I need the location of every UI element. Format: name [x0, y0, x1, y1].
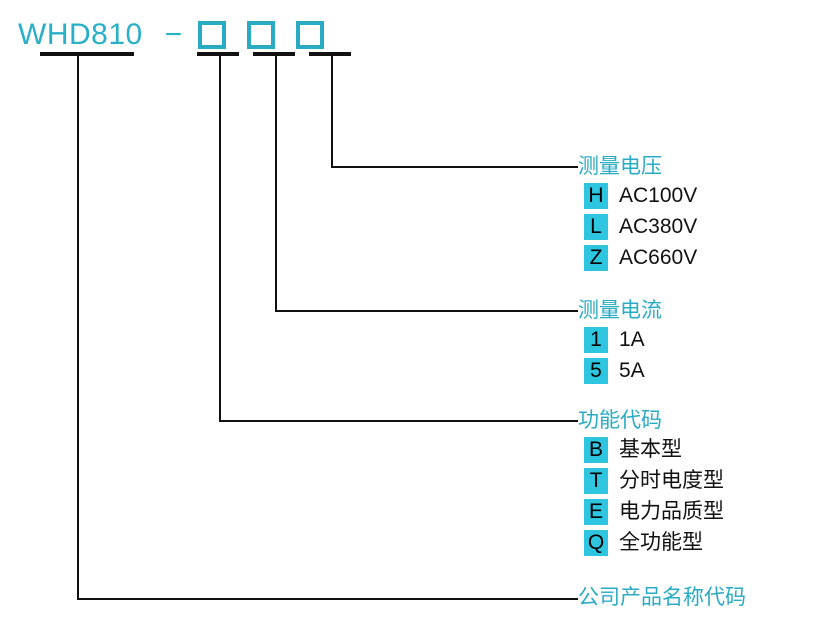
option-row-function-t: T 分时电度型: [578, 465, 724, 496]
group-title-current: 测量电流: [578, 299, 662, 322]
option-code-h: H: [584, 182, 608, 209]
underline-slot-function: [197, 52, 239, 56]
model-name: WHD810: [18, 18, 143, 51]
option-label-b: 基本型: [619, 437, 682, 461]
option-code-z: Z: [584, 244, 608, 271]
option-row-current-1: 1 1A: [578, 324, 662, 355]
option-row-function-b: B 基本型: [578, 434, 724, 465]
option-label-e: 电力品质型: [619, 499, 724, 523]
underline-slot-voltage: [309, 52, 351, 56]
slot-box-function: [198, 21, 227, 49]
option-label-h: AC100V: [619, 183, 698, 207]
option-row-function-e: E 电力品质型: [578, 496, 724, 527]
model-separator: −: [164, 18, 183, 51]
option-code-5: 5: [584, 357, 608, 384]
option-row-function-q: Q 全功能型: [578, 527, 724, 558]
option-row-voltage-l: L AC380V: [578, 211, 697, 242]
option-code-t: T: [584, 467, 608, 494]
slot-box-current: [247, 21, 276, 49]
option-label-t: 分时电度型: [619, 468, 724, 492]
option-label-l: AC380V: [619, 214, 698, 238]
option-code-l: L: [584, 213, 608, 240]
option-code-b: B: [584, 436, 608, 463]
leader-horizontal-company: [77, 598, 578, 600]
option-code-q: Q: [584, 529, 608, 556]
group-voltage: 测量电压 H AC100V L AC380V Z AC660V: [578, 154, 697, 273]
model-header: WHD810 −: [18, 14, 345, 56]
leader-vertical-company: [77, 56, 79, 599]
group-title-voltage: 测量电压: [578, 155, 662, 178]
group-title-function: 功能代码: [578, 409, 662, 432]
leader-horizontal-function: [219, 420, 578, 422]
underline-model-name: [40, 52, 134, 56]
leader-vertical-voltage: [331, 56, 333, 167]
option-row-current-5: 5 5A: [578, 355, 662, 386]
leader-vertical-function: [219, 56, 221, 421]
option-label-z: AC660V: [619, 245, 698, 269]
group-function: 功能代码 B 基本型 T 分时电度型 E 电力品质型 Q 全功能型: [578, 408, 724, 558]
option-label-q: 全功能型: [619, 530, 703, 554]
option-label-1: 1A: [619, 327, 645, 351]
leader-vertical-current: [275, 56, 277, 311]
option-row-voltage-h: H AC100V: [578, 180, 697, 211]
leader-horizontal-current: [275, 310, 578, 312]
option-row-voltage-z: Z AC660V: [578, 242, 697, 273]
option-code-1: 1: [584, 326, 608, 353]
group-title-company: 公司产品名称代码: [578, 586, 746, 609]
slot-box-voltage: [296, 21, 325, 49]
option-label-5: 5A: [619, 358, 645, 382]
option-code-e: E: [584, 498, 608, 525]
group-current: 测量电流 1 1A 5 5A: [578, 298, 662, 386]
leader-horizontal-voltage: [331, 166, 578, 168]
underline-slot-current: [253, 52, 295, 56]
